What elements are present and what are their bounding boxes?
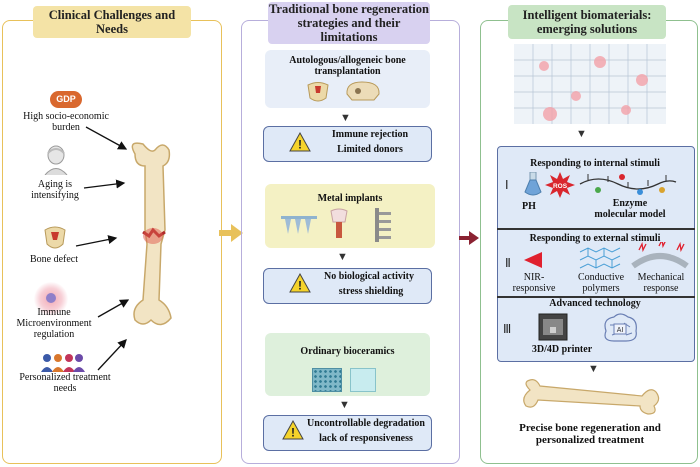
down-arrow-5: ▼ — [588, 363, 599, 375]
gdp-badge-icon: GDP — [50, 91, 82, 108]
svg-text:!: ! — [298, 279, 302, 293]
nir-responsive-label: NIR-responsive — [512, 272, 556, 294]
nir-light-icon — [524, 252, 542, 268]
ph-label: PH — [522, 201, 536, 212]
people-group-icon — [41, 354, 85, 372]
ai-text: AI — [617, 327, 624, 334]
down-arrow-2: ▼ — [337, 251, 348, 263]
scaffold-grid-illustration — [514, 44, 666, 124]
molecular-model-label: molecular model — [594, 209, 666, 220]
warning-icon: ! — [289, 132, 311, 152]
numeral-one: Ⅰ — [505, 178, 509, 192]
fractured-bone-illustration — [131, 142, 172, 326]
ai-brain-icon: AI — [604, 313, 637, 342]
enzyme-molecule-icon — [579, 174, 677, 195]
bone-transplantation-label: Autologous/allogeneic bone transplantati… — [289, 55, 406, 77]
ros-text: ROS — [553, 183, 568, 190]
immune-cell-core-icon — [46, 293, 56, 303]
skull-icon — [346, 81, 380, 101]
traditional-strategies-title: Traditional bone regeneration strategies… — [268, 2, 430, 44]
no-biological-activity-label: No biological activity — [324, 271, 414, 282]
ceramic-cube-icon — [350, 368, 376, 392]
immune-microenvironment-label: Immune Microenvironment regulation — [16, 307, 92, 340]
maroon-connector-arrow — [459, 231, 479, 245]
bone-defect-icon — [44, 226, 66, 249]
mechanical-response-icon — [631, 242, 689, 269]
divider-1 — [497, 228, 695, 230]
down-arrow-4: ▼ — [576, 128, 587, 140]
mechanical-response-label: Mechanical response — [637, 272, 685, 294]
enzyme-label: Enzyme — [612, 198, 648, 209]
ordinary-bioceramics-label: Ordinary bioceramics — [300, 346, 395, 357]
internal-stimuli-title: Responding to internal stimuli — [530, 158, 660, 169]
dental-screws-icon — [281, 216, 317, 234]
left-pointer-arrows — [75, 126, 130, 371]
gold-connector-arrow — [219, 224, 243, 242]
conductive-polymers-label: Conductive polymers — [577, 272, 625, 294]
divider-2 — [497, 296, 695, 298]
svg-text:!: ! — [291, 426, 295, 440]
clinical-challenges-title: Clinical Challenges and Needs — [33, 6, 191, 38]
limited-donors-label: Limited donors — [337, 144, 403, 155]
down-arrow-1: ▼ — [340, 112, 351, 124]
conductive-polymer-icon — [579, 247, 621, 269]
stress-shielding-label: stress shielding — [338, 286, 404, 297]
personalized-treatment-label: Personalized treatment needs — [19, 372, 111, 394]
intelligent-biomaterials-title: Intelligent biomaterials: emerging solut… — [508, 5, 666, 39]
no-bioactivity-limitation-box — [263, 268, 432, 304]
ph-flask-icon — [524, 172, 542, 196]
numeral-two: Ⅱ — [505, 256, 511, 270]
immune-rejection-limitation-box — [263, 126, 432, 162]
lack-of-responsiveness-label: lack of responsiveness — [319, 433, 413, 444]
tooth-implant-icon — [330, 208, 348, 238]
bone-defect-label: Bone defect — [29, 254, 79, 265]
svg-text:!: ! — [298, 138, 302, 152]
aging-is-intensifying-label: Aging is intensifying — [31, 179, 79, 201]
bone-transplantation-box — [265, 50, 430, 108]
numeral-three: Ⅲ — [503, 322, 512, 336]
3d-printer-icon — [538, 313, 568, 341]
warning-icon: ! — [282, 420, 304, 440]
3d-4d-printer-label: 3D/4D printer — [531, 344, 593, 355]
bioceramics-box — [265, 333, 430, 396]
warning-icon: ! — [289, 273, 311, 293]
porous-ceramic-icon — [312, 368, 342, 392]
bone-plate-icon — [375, 208, 391, 242]
bone-graft-icon — [307, 82, 329, 102]
down-arrow-3: ▼ — [339, 399, 350, 411]
immune-rejection-label: Immune rejection — [331, 129, 409, 140]
metal-implants-label: Metal implants — [317, 193, 383, 204]
external-stimuli-title: Responding to external stimuli — [529, 233, 661, 244]
advanced-technology-title: Advanced technology — [549, 298, 641, 309]
elderly-person-icon — [44, 145, 68, 175]
uncontrollable-degradation-label: Uncontrollable degradation — [307, 418, 425, 429]
ros-burst-icon: ROS — [545, 172, 575, 198]
precise-bone-regeneration-label: Precise bone regeneration and personaliz… — [519, 422, 661, 446]
high-socio-economic-burden-label: High socio-economic burden — [23, 111, 109, 133]
healthy-bone-illustration — [523, 379, 660, 415]
